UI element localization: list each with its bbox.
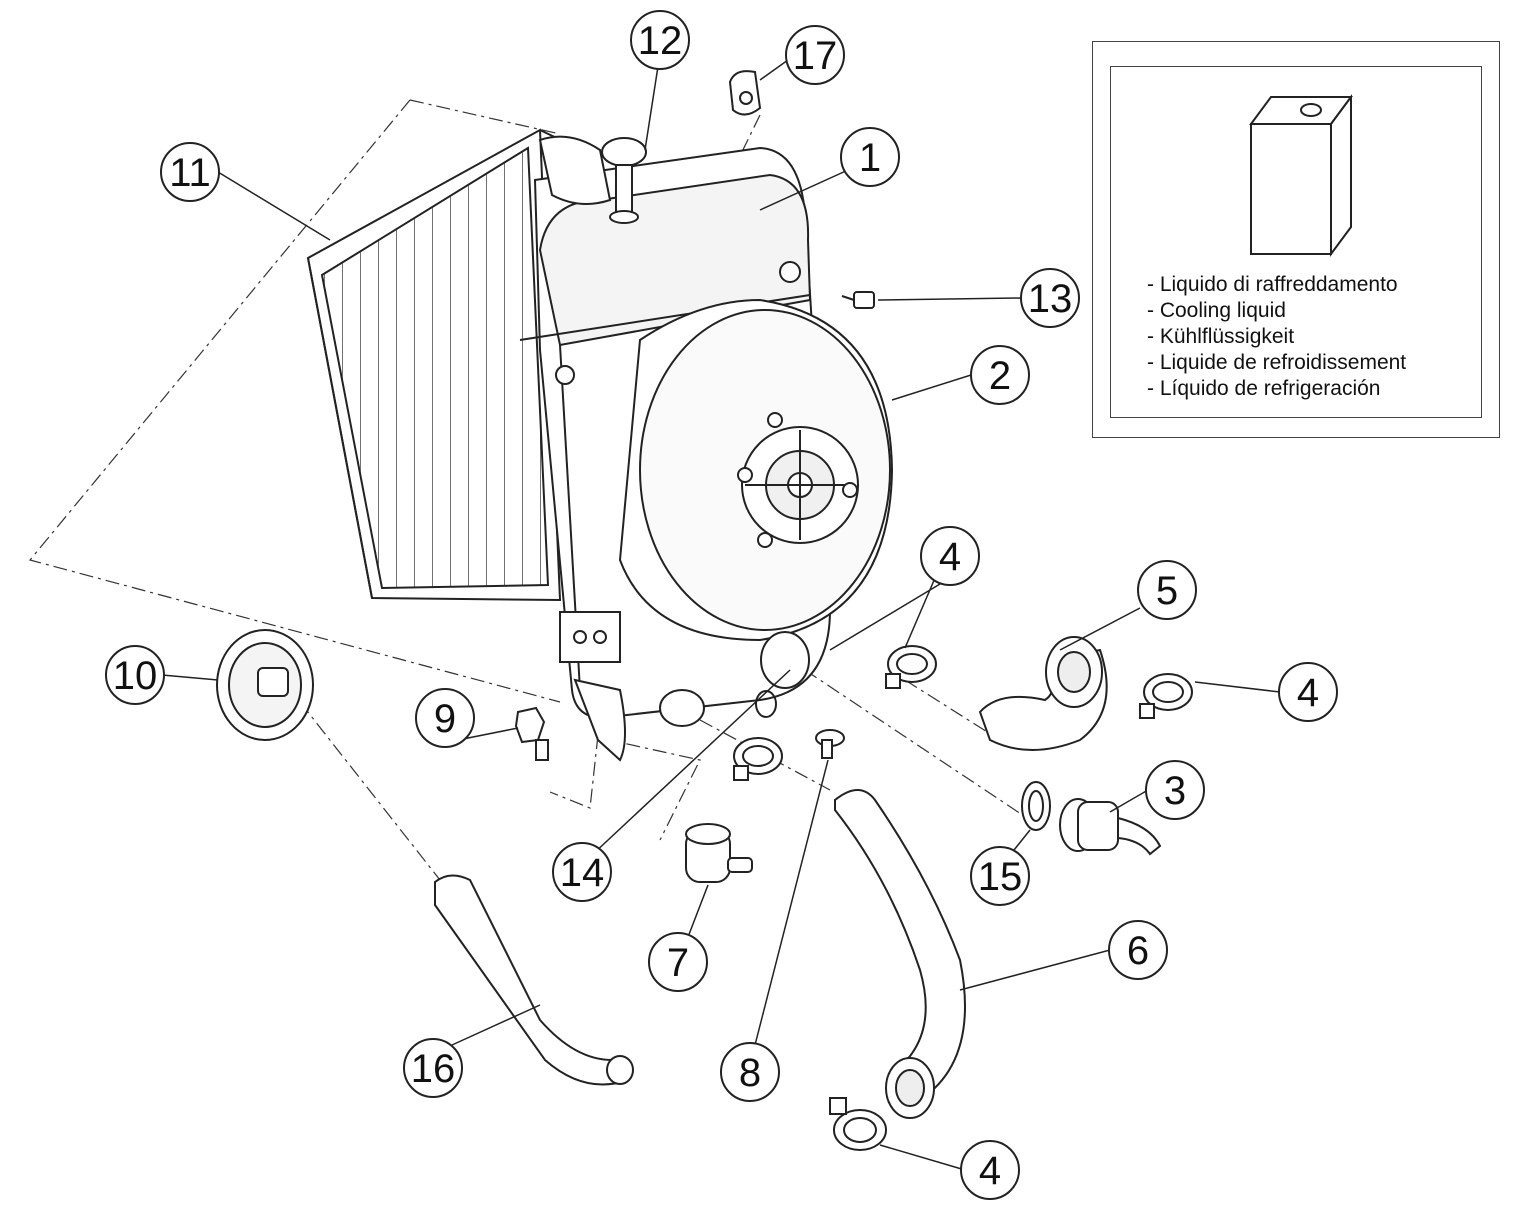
svg-text:4: 4 [939, 535, 961, 579]
rubber-mount-part [685, 823, 753, 883]
lower-hose-part [834, 789, 966, 1119]
callout-17: 17 [785, 25, 845, 85]
hose-clamp-parts [733, 645, 1193, 1151]
legend-item-es: - Líquido de refrigeración [1147, 377, 1381, 400]
svg-text:17: 17 [793, 34, 838, 78]
callout-14: 14 [552, 842, 612, 902]
svg-text:9: 9 [434, 697, 456, 741]
svg-text:2: 2 [989, 354, 1011, 398]
svg-text:8: 8 [739, 1051, 761, 1095]
leader-lines [161, 59, 1281, 1171]
svg-text:1: 1 [859, 136, 881, 180]
callout-10: 10 [105, 645, 165, 705]
callout-16: 16 [403, 1038, 463, 1098]
legend-item-de: - Kühlflüssigkeit [1147, 325, 1295, 348]
svg-text:12: 12 [638, 19, 683, 63]
callout-13: 13 [1020, 268, 1080, 328]
fan-shroud-part [306, 128, 566, 602]
svg-text:15: 15 [978, 855, 1023, 899]
svg-text:14: 14 [560, 851, 605, 895]
svg-text:11: 11 [169, 151, 211, 195]
callout-4-bottom: 4 [960, 1140, 1020, 1200]
screw-part-8 [815, 729, 845, 759]
callout-9: 9 [415, 688, 475, 748]
legend-item-en: - Cooling liquid [1147, 299, 1286, 322]
callout-12: 12 [630, 10, 690, 70]
coolant-legend-box: - Liquido di raffreddamento - Cooling li… [1092, 41, 1500, 438]
svg-text:4: 4 [1297, 671, 1319, 715]
coolant-legend-list: - Liquido di raffreddamento - Cooling li… [1147, 272, 1406, 402]
overflow-hose-part [434, 874, 634, 1086]
legend-item-it: - Liquido di raffreddamento [1147, 273, 1398, 296]
legend-item-fr: - Liquide de refroidissement [1147, 351, 1407, 374]
svg-text:5: 5 [1156, 569, 1178, 613]
cooling-fan-part [618, 298, 894, 642]
callout-2: 2 [970, 345, 1030, 405]
temperature-sensor-part [1059, 798, 1162, 856]
callout-3: 3 [1145, 760, 1205, 820]
svg-text:16: 16 [411, 1047, 456, 1091]
callout-4-right: 4 [1278, 662, 1338, 722]
radiator-cap-part [538, 135, 647, 224]
svg-text:4: 4 [979, 1149, 1001, 1193]
screw-part-13 [841, 291, 875, 309]
callout-4-top: 4 [920, 526, 980, 586]
svg-text:10: 10 [113, 654, 158, 698]
elbow-hose-part [978, 636, 1108, 751]
svg-text:13: 13 [1028, 277, 1073, 321]
svg-text:7: 7 [667, 941, 689, 985]
bolt-part-9 [514, 706, 549, 761]
coolant-container-icon [1249, 93, 1353, 258]
callout-11: 11 [160, 142, 220, 202]
o-ring-part-14 [659, 631, 810, 727]
coolant-legend-inner: - Liquido di raffreddamento - Cooling li… [1110, 66, 1482, 418]
svg-text:3: 3 [1164, 769, 1186, 813]
circlip-part-15 [1021, 781, 1051, 831]
callout-6: 6 [1108, 920, 1168, 980]
callout-7: 7 [648, 932, 708, 992]
clip-part-17 [728, 70, 762, 116]
callout-1: 1 [840, 127, 900, 187]
callout-5: 5 [1137, 560, 1197, 620]
callout-8: 8 [720, 1042, 780, 1102]
reservoir-cap-part [216, 629, 314, 741]
svg-text:6: 6 [1127, 929, 1149, 973]
callout-15: 15 [970, 846, 1030, 906]
